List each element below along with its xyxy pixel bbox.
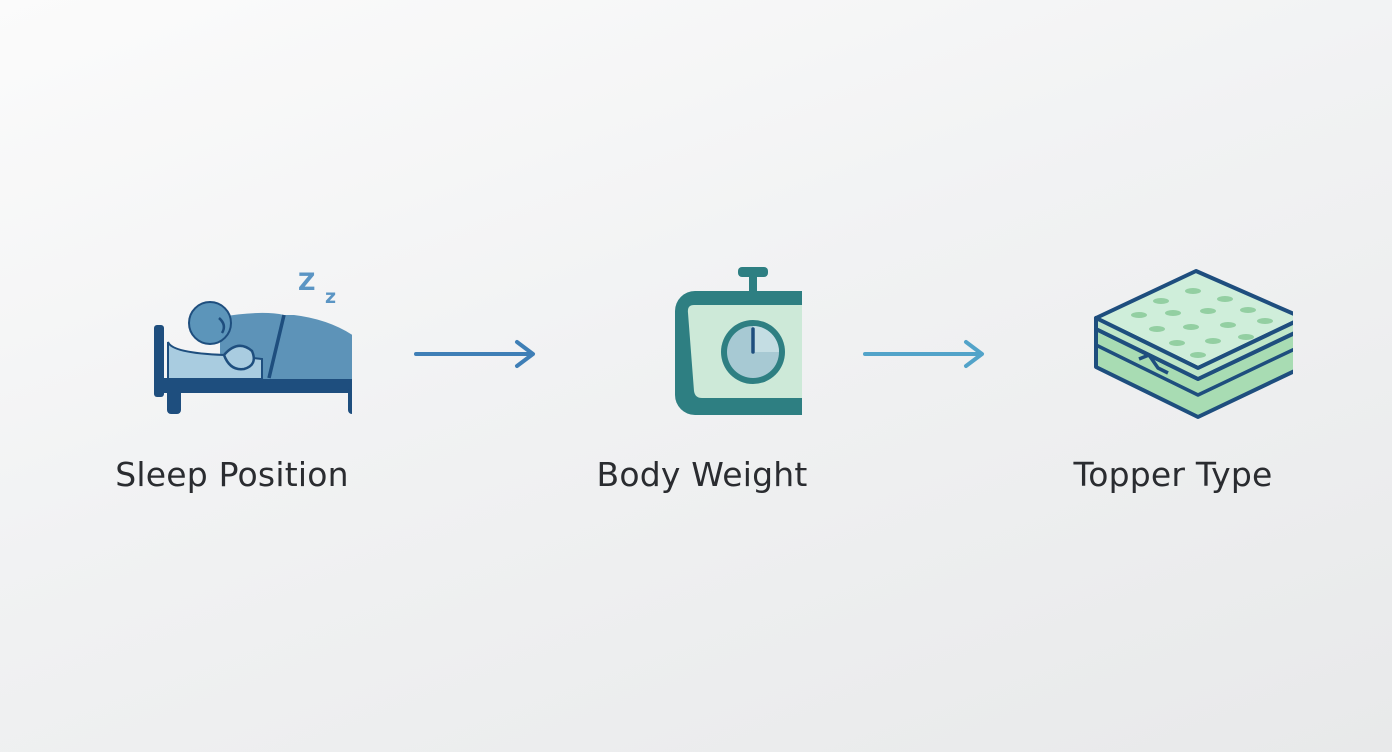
mattress-topper-icon (1094, 269, 1293, 419)
step-body-weight: Body Weight (552, 255, 852, 494)
arrow-right-icon (414, 340, 535, 368)
bed-leg-right (348, 387, 352, 414)
sleep-z-large: Z (298, 268, 315, 296)
step-label: Body Weight (596, 455, 808, 494)
step-label: Topper Type (1073, 455, 1273, 494)
bed-frame (154, 378, 352, 393)
arrow-right-icon (863, 340, 984, 368)
weighing-scale-icon (675, 267, 802, 415)
scale-knob (738, 267, 768, 277)
bed-leg-left (167, 387, 181, 414)
step-topper-type: Topper Type (1023, 255, 1323, 494)
sleeping-person-bed-icon: Z z (154, 268, 352, 414)
foam-texture (1131, 288, 1273, 358)
sleeper-head (188, 301, 232, 345)
sleeper-arm (222, 344, 255, 371)
step-label: Sleep Position (115, 455, 349, 494)
sleep-z-small: z (325, 286, 336, 308)
step-sleep-position: Z z Sleep Position (82, 255, 382, 494)
